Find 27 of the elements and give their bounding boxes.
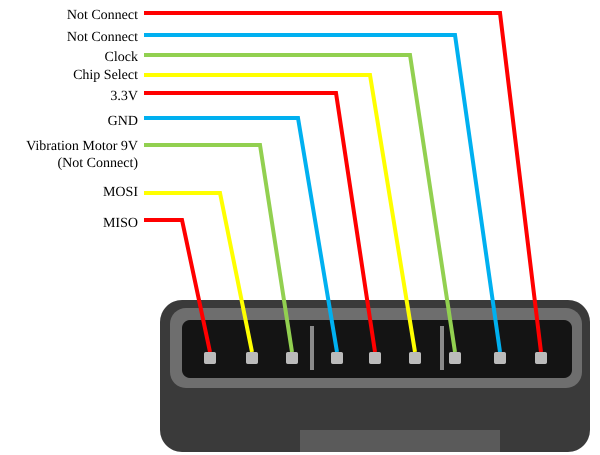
connector-pin	[246, 352, 258, 364]
pin-label: 3.3V	[0, 88, 138, 105]
leader-line	[144, 218, 212, 352]
pin-label: Chip Select	[0, 67, 138, 84]
connector-pin	[494, 352, 506, 364]
pin-label: GND	[0, 113, 138, 130]
connector-pin	[331, 352, 343, 364]
connector-pin	[449, 352, 461, 364]
leader-line	[144, 73, 417, 352]
pin-label: MOSI	[0, 184, 138, 201]
pin-label: Not Connect	[0, 29, 138, 46]
leader-line	[144, 11, 543, 352]
leader-line	[144, 53, 457, 352]
leader-line	[144, 191, 254, 352]
connector-pin	[535, 352, 547, 364]
connector-pin	[369, 352, 381, 364]
connector-pin	[286, 352, 298, 364]
pin-label: Not Connect	[0, 7, 138, 24]
connector-pin	[409, 352, 421, 364]
leader-line	[144, 33, 502, 352]
leader-line	[144, 143, 294, 352]
connector-pin	[204, 352, 216, 364]
pin-label: Vibration Motor 9V (Not Connect)	[0, 138, 138, 172]
pin-label: Clock	[0, 49, 138, 66]
pin-label: MISO	[0, 215, 138, 232]
leader-line	[144, 116, 339, 352]
leader-line	[144, 91, 377, 352]
